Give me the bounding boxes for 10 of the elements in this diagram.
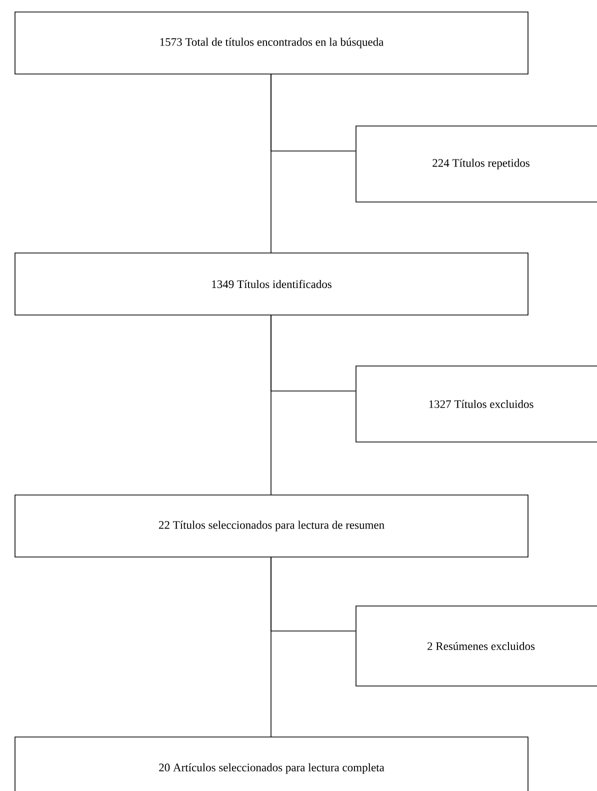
connector-line — [270, 314, 356, 392]
connector-line — [270, 74, 356, 152]
process-box: 1327 Títulos excluidos — [356, 366, 597, 442]
process-box: 1349 Títulos identificados — [14, 252, 528, 316]
process-box: 2 Resúmenes excluidos — [356, 606, 597, 686]
process-box: 22 Títulos seleccionados para lectura de resumen — [14, 494, 528, 558]
process-box: 1573 Total de títulos encontrados en la búsqueda — [14, 12, 528, 74]
connector-line — [270, 556, 356, 632]
process-box: 20 Artículos seleccionados para lectura completa — [14, 736, 528, 791]
process-box: 224 Títulos repetidos — [356, 126, 597, 202]
